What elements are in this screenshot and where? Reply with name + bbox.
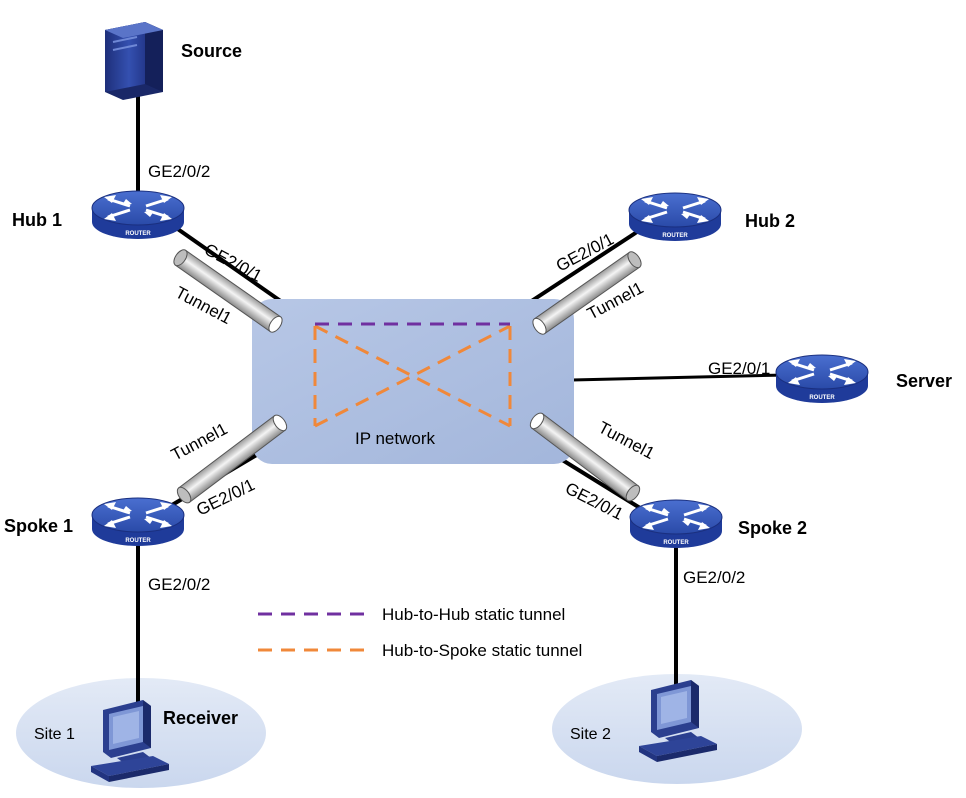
hub1-label: Hub 1 bbox=[12, 210, 62, 230]
tunnel-pipe-icon bbox=[529, 412, 641, 502]
tunnel-pipe-icon bbox=[173, 249, 283, 333]
legend: Hub-to-Hub static tunnel Hub-to-Spoke st… bbox=[258, 605, 582, 660]
spoke2-router: ROUTER bbox=[628, 498, 724, 550]
hub-to-spoke-tunnels bbox=[313, 324, 512, 428]
site2-label: Site 2 bbox=[570, 726, 611, 743]
source-label: Source bbox=[181, 41, 242, 61]
cable-server-network bbox=[571, 373, 787, 382]
server-label: Server bbox=[896, 371, 952, 391]
hub1-ge202-label: GE2/0/2 bbox=[148, 162, 210, 181]
receiver-label: Receiver bbox=[163, 708, 238, 728]
server-ge201-label: GE2/0/1 bbox=[708, 359, 770, 378]
spoke2-label: Spoke 2 bbox=[738, 518, 807, 538]
spoke1-ge202-label: GE2/0/2 bbox=[148, 575, 210, 594]
hub2-label: Hub 2 bbox=[745, 211, 795, 231]
server-tower-icon bbox=[105, 22, 163, 100]
router-badge: ROUTER bbox=[663, 540, 689, 546]
router-badge: ROUTER bbox=[809, 395, 835, 401]
ip-network-cloud bbox=[252, 299, 574, 464]
spoke1-label: Spoke 1 bbox=[4, 516, 73, 536]
legend-hub-to-hub-label: Hub-to-Hub static tunnel bbox=[382, 605, 565, 624]
cable-hub2-network bbox=[528, 228, 642, 304]
tunnel-pipe-icon bbox=[532, 251, 642, 335]
hub2-router: ROUTER bbox=[627, 191, 723, 243]
legend-hub-to-spoke-label: Hub-to-Spoke static tunnel bbox=[382, 641, 582, 660]
site1-label: Site 1 bbox=[34, 726, 75, 743]
spoke2-ge202-label: GE2/0/2 bbox=[683, 568, 745, 587]
router-badge: ROUTER bbox=[125, 538, 151, 544]
tunnel-pipe-icon bbox=[176, 414, 288, 504]
ip-network-label: IP network bbox=[355, 429, 436, 448]
server-router: ROUTER bbox=[774, 353, 870, 405]
spoke2-tunnel-label: Tunnel1 bbox=[595, 418, 658, 463]
hub1-router: ROUTER bbox=[90, 189, 186, 241]
router-badge: ROUTER bbox=[125, 231, 151, 237]
cable-hub1-network bbox=[170, 223, 284, 304]
spoke1-router: ROUTER bbox=[90, 496, 186, 548]
router-badge: ROUTER bbox=[662, 233, 688, 239]
